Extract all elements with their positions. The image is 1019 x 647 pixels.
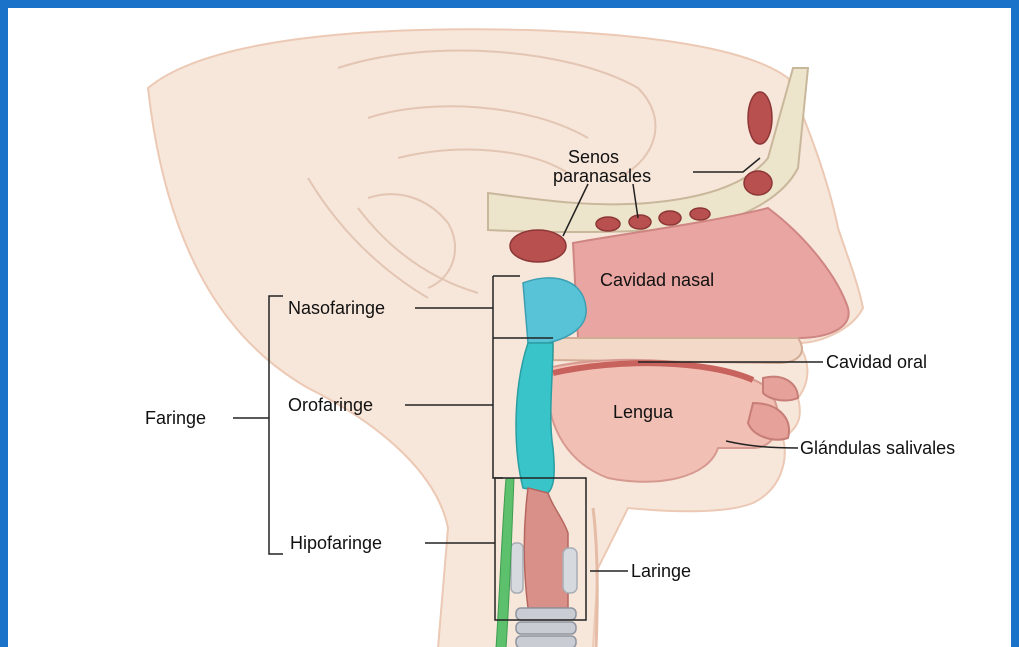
trachea	[516, 608, 576, 647]
label-paranasales: paranasales	[553, 166, 651, 186]
label-glandulas-salivales: Glándulas salivales	[800, 438, 955, 458]
label-hipofaringe: Hipofaringe	[290, 533, 382, 553]
label-laringe: Laringe	[631, 561, 691, 581]
label-faringe: Faringe	[145, 408, 206, 428]
head-neck-anatomy-illustration: Senos paranasales Cavidad nasal Nasofari…	[8, 8, 1019, 647]
label-cavidad-nasal: Cavidad nasal	[600, 270, 714, 290]
label-orofaringe: Orofaringe	[288, 395, 373, 415]
palate	[553, 338, 802, 363]
label-lengua: Lengua	[613, 402, 674, 422]
label-senos: Senos	[568, 147, 619, 167]
label-cavidad-oral: Cavidad oral	[826, 352, 927, 372]
label-nasofaringe: Nasofaringe	[288, 298, 385, 318]
